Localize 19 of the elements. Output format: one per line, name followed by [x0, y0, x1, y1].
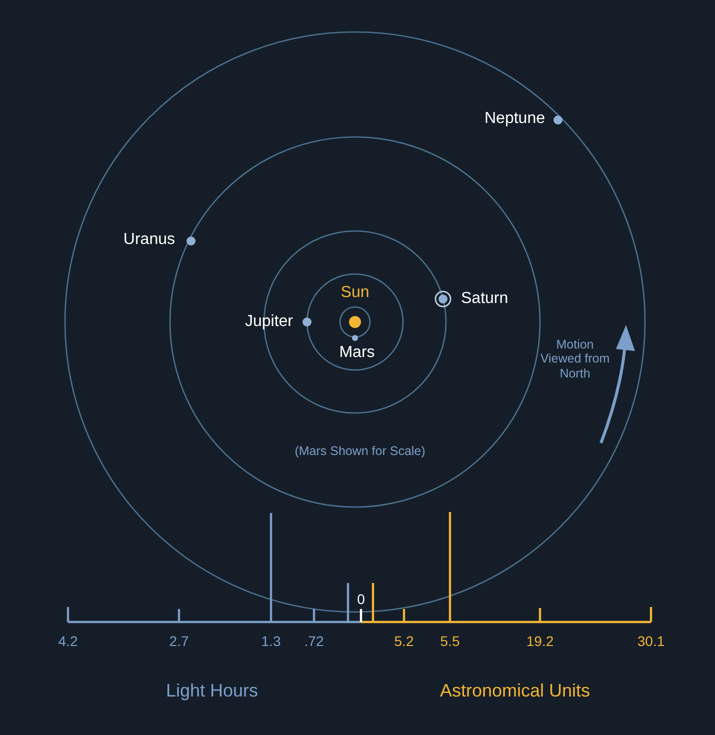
note-text: Motion Viewed from North — [539, 337, 611, 381]
planet-label: Saturn — [461, 290, 508, 308]
tick-label: 5.5 — [440, 632, 460, 650]
planet-label: Mars — [339, 344, 375, 362]
tick-label: .72 — [304, 632, 324, 650]
tick-label: 5.2 — [394, 632, 414, 650]
planet-label: Neptune — [484, 110, 545, 128]
axis-title: Astronomical Units — [440, 680, 590, 702]
sun-label: Sun — [340, 284, 370, 302]
tick-label: 19.2 — [526, 632, 554, 650]
tick-label: 2.7 — [169, 632, 189, 650]
tick-label: 1.3 — [261, 632, 281, 650]
tick-label: 0 — [357, 590, 365, 608]
axis-title: Light Hours — [166, 680, 258, 702]
planet-label: Uranus — [123, 230, 175, 250]
note-text: (Mars Shown for Scale) — [294, 444, 426, 458]
tick-label: 4.2 — [58, 632, 78, 650]
tick-label: 30.1 — [637, 632, 665, 650]
planet-label: Jupiter — [244, 312, 293, 332]
